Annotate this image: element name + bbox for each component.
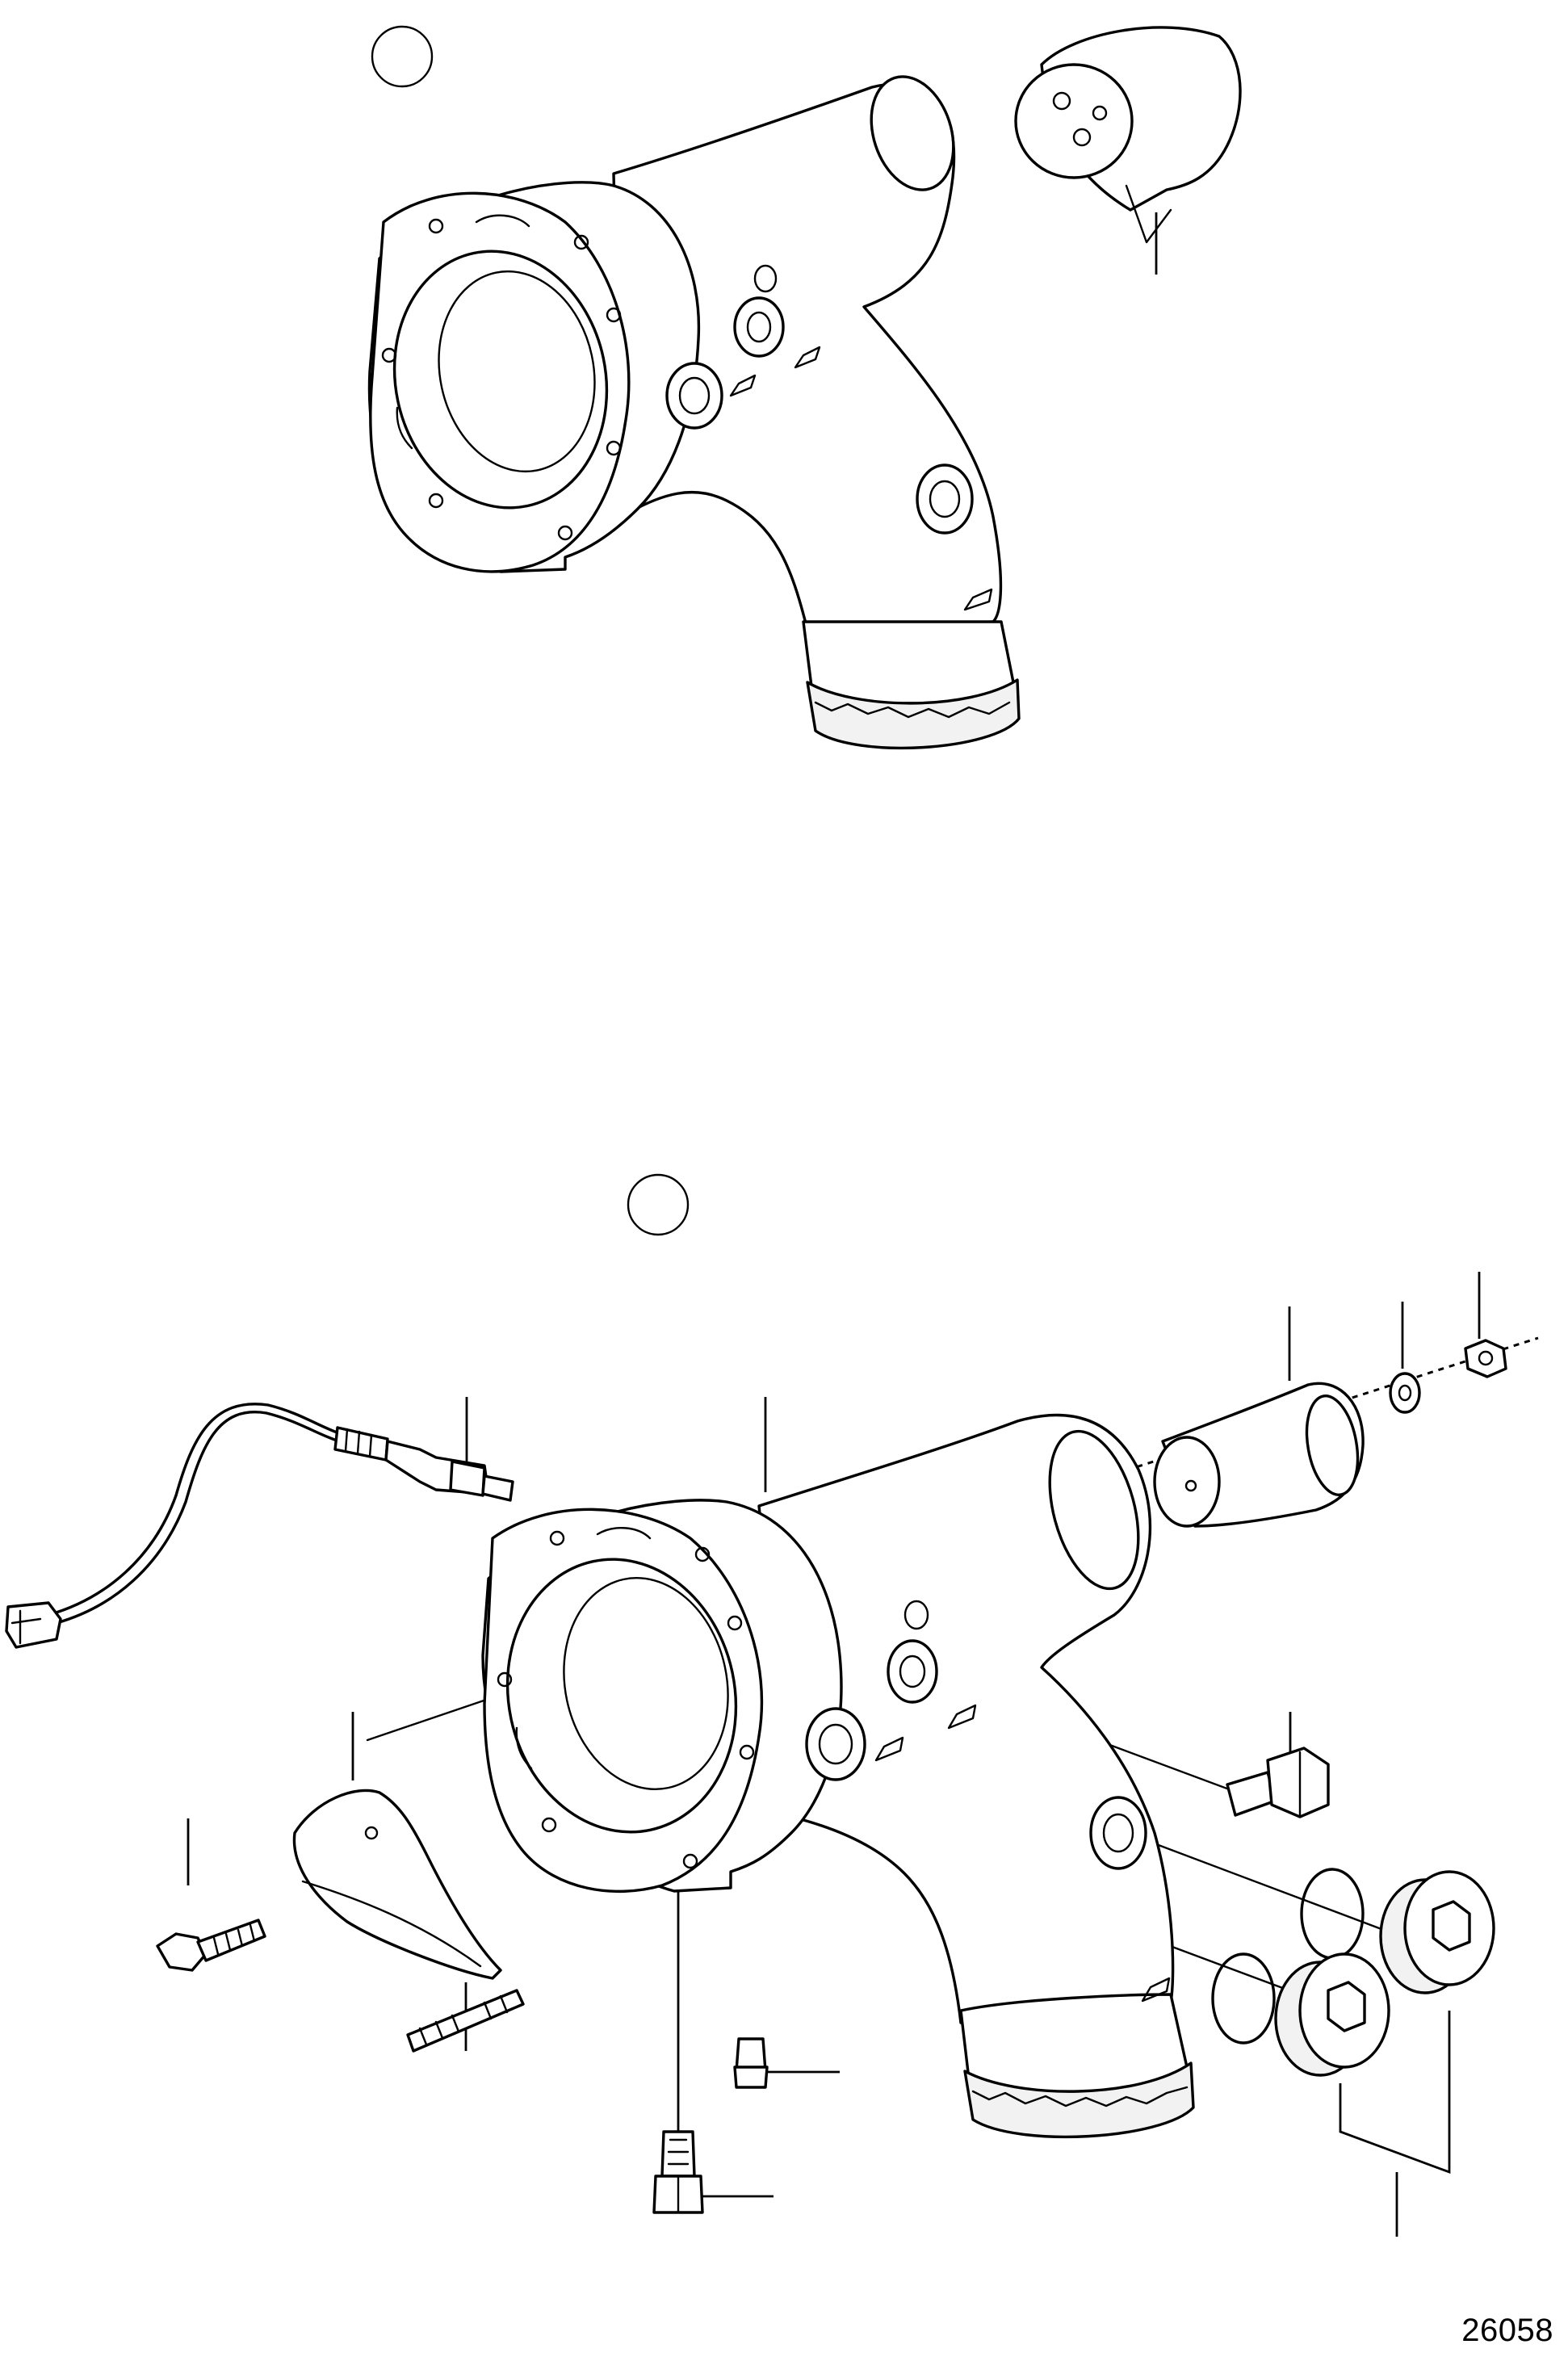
lower-lug-b [947, 1704, 977, 1730]
upper-cup-insert [1014, 26, 1242, 244]
lower-lug-c [1141, 1977, 1171, 2003]
plug-alignment-line-c [1125, 1831, 1407, 1940]
heat-shield [292, 1789, 502, 1980]
upper-inner-bore [438, 270, 596, 473]
hex-bolt-right [1226, 1747, 1330, 1818]
lower-slot-top [596, 1527, 652, 1540]
drain-plug [652, 1889, 704, 2214]
lower-slot-left [515, 1726, 533, 1770]
upper-lug-c [963, 588, 993, 611]
lower-ports [805, 1600, 1147, 1870]
lower-cup-insert [1153, 1382, 1365, 1528]
upper-lug-a [729, 374, 757, 397]
upper-assembly [367, 25, 1242, 750]
upper-slot-left [396, 406, 413, 450]
small-fitting [733, 2037, 769, 2089]
variant-marker-circle-upper [371, 25, 434, 88]
lower-pipe-opening [1048, 1429, 1140, 1591]
upper-pipe-opening [870, 75, 955, 191]
upper-slot-top [475, 214, 530, 228]
upper-ring-teeth [814, 701, 1011, 719]
stud [406, 1989, 525, 2053]
drawing-reference-number: 26058 [1461, 2313, 1553, 2348]
lower-branch-pipe [757, 1413, 1175, 2024]
lower-inner-bore [563, 1577, 729, 1790]
lower-assembly [5, 1173, 1539, 2237]
upper-flange-bolt-holes [381, 218, 622, 541]
flange-bolt [156, 1919, 266, 1972]
lower-flange-bore [505, 1558, 738, 1834]
upper-elbow-pipe [612, 82, 1003, 631]
washer [1389, 1372, 1421, 1414]
upper-serrated-ring [806, 678, 1021, 750]
lower-ring-teeth [971, 2086, 1189, 2107]
upper-ports [665, 264, 974, 535]
lower-flange-bolt-holes [497, 1530, 755, 1869]
lower-lug-a [874, 1736, 904, 1762]
lower-leader-lines [187, 1272, 1481, 2237]
hex-nut-small [1464, 1339, 1507, 1378]
temperature-sensor [5, 1403, 514, 1649]
variant-marker-circle-lower [627, 1173, 690, 1236]
large-plugs [1274, 1870, 1495, 2175]
upper-lug-b [794, 346, 821, 369]
